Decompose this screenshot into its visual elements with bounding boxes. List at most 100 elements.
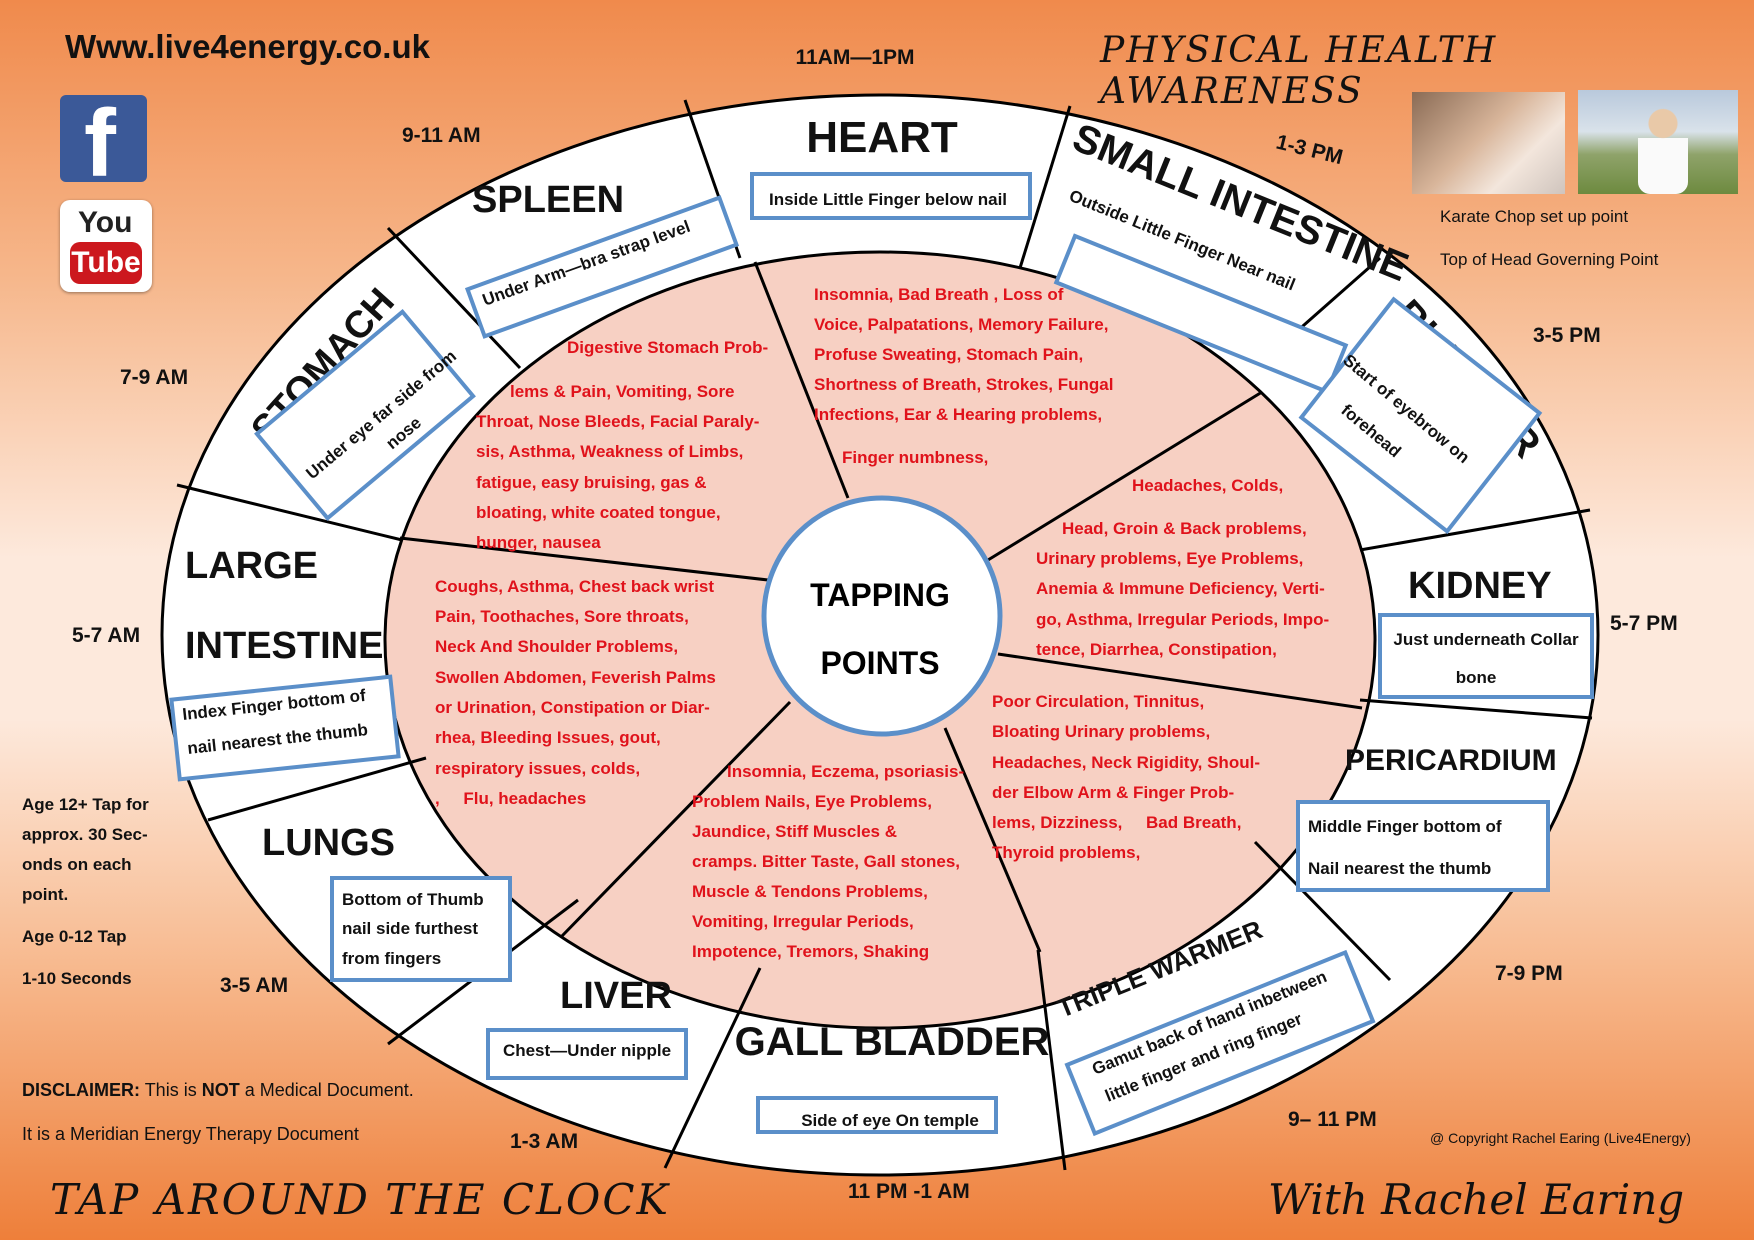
age-note-line: point. xyxy=(22,885,69,904)
symptom-line: Infections, Ear & Hearing problems, xyxy=(814,405,1102,424)
symptom-line: Finger numbness, xyxy=(842,448,988,467)
point-lungs-3: from fingers xyxy=(342,949,441,968)
time-large-intestine: 5-7 AM xyxy=(72,624,140,647)
symptom-line: Problem Nails, Eye Problems, xyxy=(692,792,932,811)
symptom-line: Insomnia, Eczema, psoriasis- xyxy=(727,762,964,781)
symptom-line: cramps. Bitter Taste, Gall stones, xyxy=(692,852,960,871)
symptom-line: lems & Pain, Vomiting, Sore xyxy=(510,382,735,401)
box-pericardium xyxy=(1296,800,1550,892)
symptoms-bladder-kidney: Headaches, Colds, Head, Groin & Back pro… xyxy=(1036,476,1329,659)
symptom-line: Throat, Nose Bleeds, Facial Paraly- xyxy=(476,412,759,431)
symptoms-spleen-stomach: Digestive Stomach Prob- lems & Pain, Vom… xyxy=(476,338,768,552)
copyright: @ Copyright Rachel Earing (Live4Energy) xyxy=(1430,1130,1691,1146)
symptom-line: Poor Circulation, Tinnitus, xyxy=(992,692,1204,711)
symptoms-lungs-large-intestine: Coughs, Asthma, Chest back wrist Pain, T… xyxy=(435,577,716,808)
youtube-you-text: You xyxy=(78,206,133,239)
age-note-line: 1-10 Seconds xyxy=(22,969,132,988)
age-note-line: Age 0-12 Tap xyxy=(22,927,127,946)
symptom-line: Voice, Palpatations, Memory Failure, xyxy=(814,315,1108,334)
karate-chop-caption: Karate Chop set up point xyxy=(1440,207,1629,226)
symptom-line: , Flu, headaches xyxy=(435,789,586,808)
outer-segment-dividers xyxy=(176,99,1593,1171)
karate-chop-photo xyxy=(1412,92,1565,194)
symptom-line: Digestive Stomach Prob- xyxy=(567,338,768,357)
symptom-line: Head, Groin & Back problems, xyxy=(1062,519,1307,538)
symptom-line: Bloating Urinary problems, xyxy=(992,722,1210,741)
age-note-line: approx. 30 Sec- xyxy=(22,825,148,844)
box-stomach xyxy=(254,308,476,522)
symptom-line: Insomnia, Bad Breath , Loss of xyxy=(814,285,1064,304)
symptom-line: Muscle & Tendons Problems, xyxy=(692,882,928,901)
symptom-line: Urinary problems, Eye Problems, xyxy=(1036,549,1303,568)
symptom-line: or Urination, Constipation or Diar- xyxy=(435,698,710,717)
symptom-line: fatigue, easy bruising, gas & xyxy=(476,473,707,492)
organ-lungs: LUNGS xyxy=(262,822,395,864)
age-note-line: onds on each xyxy=(22,855,132,874)
point-pericardium-2: Nail nearest the thumb xyxy=(1308,859,1491,878)
symptom-line: go, Asthma, Irregular Periods, Impo- xyxy=(1036,610,1329,629)
symptom-line: Pain, Toothaches, Sore throats, xyxy=(435,607,689,626)
box-lungs xyxy=(330,876,512,982)
symptom-line: Shortness of Breath, Strokes, Fungal xyxy=(814,375,1113,394)
age-note-line: Age 12+ Tap for xyxy=(22,795,149,814)
box-bladder xyxy=(1298,296,1543,535)
facebook-icon[interactable]: f xyxy=(60,90,147,197)
time-stomach: 7-9 AM xyxy=(120,366,188,389)
time-pericardium: 7-9 PM xyxy=(1495,962,1563,985)
disclaimer: DISCLAIMER: This is NOT a Medical Docume… xyxy=(22,1080,414,1101)
box-kidney xyxy=(1378,613,1594,699)
time-spleen: 9-11 AM xyxy=(402,124,481,147)
point-lungs-2: nail side furthest xyxy=(342,919,478,938)
person-figure xyxy=(1638,108,1688,194)
symptom-line: Impotence, Tremors, Shaking xyxy=(692,942,929,961)
symptom-line: lems, Dizziness, Bad Breath, xyxy=(992,813,1241,832)
disclaimer-label: DISCLAIMER: xyxy=(22,1080,140,1100)
symptom-line: Neck And Shoulder Problems, xyxy=(435,637,678,656)
symptom-line: tence, Diarrhea, Constipation, xyxy=(1036,640,1277,659)
organ-pericardium: PERICARDIUM xyxy=(1345,744,1557,777)
point-liver: Chest—Under nipple xyxy=(503,1041,671,1060)
time-gall-bladder: 11 PM -1 AM xyxy=(848,1180,970,1203)
symptom-line: Headaches, Colds, xyxy=(1132,476,1283,495)
time-lungs: 3-5 AM xyxy=(220,974,288,997)
website-url[interactable]: Www.live4energy.co.uk xyxy=(65,28,430,65)
symptom-lists: Insomnia, Bad Breath , Loss of Voice, Pa… xyxy=(435,285,1329,961)
symptom-line: sis, Asthma, Weakness of Limbs, xyxy=(476,442,743,461)
youtube-icon[interactable]: You Tube xyxy=(60,200,152,292)
box-gall-bladder xyxy=(756,1096,998,1134)
time-liver: 1-3 AM xyxy=(510,1130,578,1153)
box-liver xyxy=(486,1028,688,1080)
time-triple-warmer: 9– 11 PM xyxy=(1288,1108,1377,1131)
point-boxes xyxy=(169,172,1594,1137)
poster-title: PHYSICAL HEALTH AWARENESS xyxy=(1100,30,1498,112)
point-gall-bladder: Side of eye On temple xyxy=(801,1111,979,1130)
organ-heart: HEART xyxy=(806,113,958,162)
box-spleen xyxy=(464,195,740,339)
youtube-tube-text: Tube xyxy=(70,242,142,284)
footer-tagline: TAP AROUND THE CLOCK xyxy=(50,1175,670,1224)
symptom-line: Swollen Abdomen, Feverish Palms xyxy=(435,668,716,687)
symptom-line: bloating, white coated tongue, xyxy=(476,503,721,522)
point-kidney-2: bone xyxy=(1456,668,1497,687)
point-kidney-1: Just underneath Collar xyxy=(1393,630,1579,649)
box-triple-warmer xyxy=(1064,949,1376,1137)
symptom-line: hunger, nausea xyxy=(476,533,601,552)
facebook-f-glyph: f xyxy=(84,90,116,197)
footer-author: With Rachel Earing xyxy=(1268,1175,1685,1224)
inner-segment-dividers xyxy=(399,261,1363,953)
point-lungs-1: Bottom of Thumb xyxy=(342,890,484,909)
symptoms-liver-gall-bladder: Insomnia, Eczema, psoriasis- Problem Nai… xyxy=(692,762,964,961)
point-heart: Inside Little Finger below nail xyxy=(769,190,1007,209)
symptom-line: Thyroid problems, xyxy=(992,843,1140,862)
center-label-2: POINTS xyxy=(820,645,939,681)
symptom-line: Anemia & Immune Deficiency, Verti- xyxy=(1036,579,1325,598)
symptoms-heart: Insomnia, Bad Breath , Loss of Voice, Pa… xyxy=(814,285,1113,467)
symptom-line: der Elbow Arm & Finger Prob- xyxy=(992,783,1234,802)
symptom-line: rhea, Bleeding Issues, gout, xyxy=(435,728,661,747)
disclaimer-emphasis: NOT xyxy=(201,1080,240,1100)
symptom-line: Coughs, Asthma, Chest back wrist xyxy=(435,577,714,596)
center-circle xyxy=(761,495,1003,737)
center-label-1: TAPPING xyxy=(810,577,950,613)
